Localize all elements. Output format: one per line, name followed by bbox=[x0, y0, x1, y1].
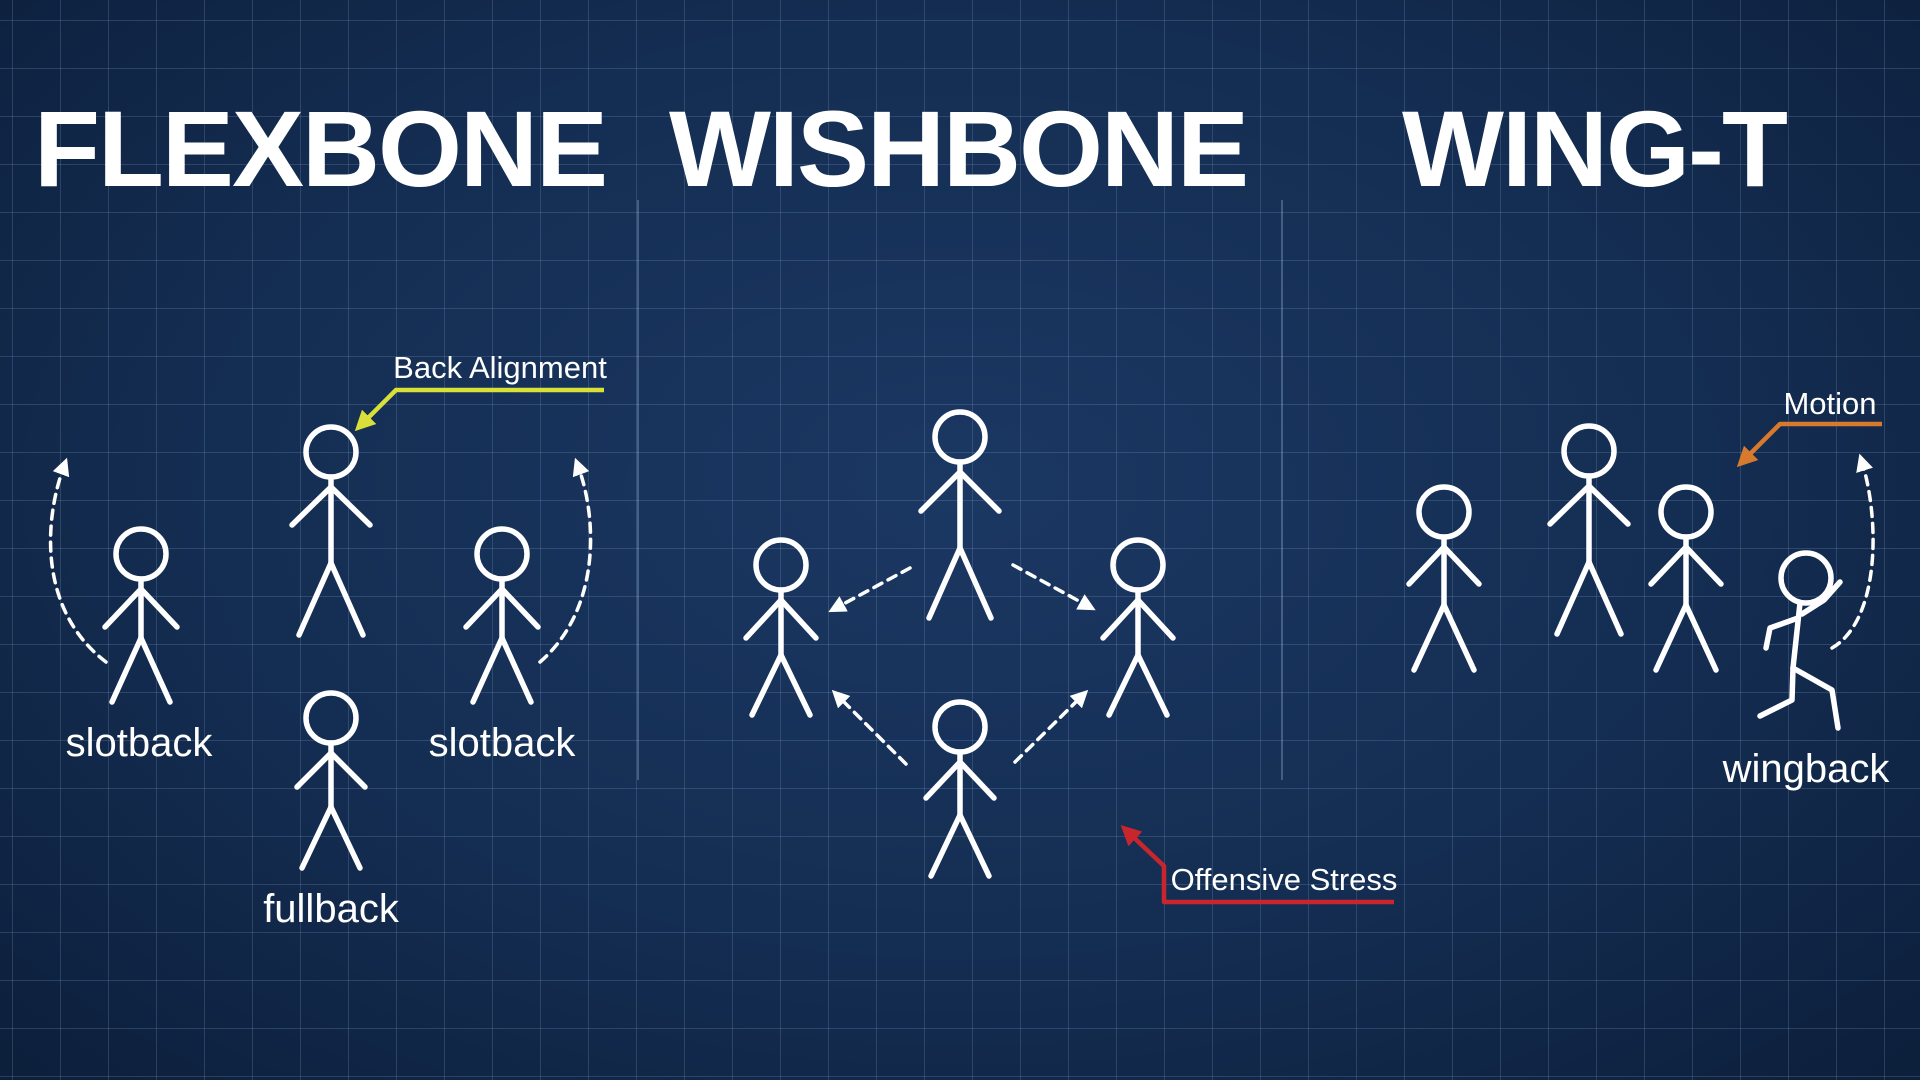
wishbone-formation: Offensive Stress bbox=[743, 409, 1398, 905]
wing-t-formation: wingback Motion bbox=[1406, 386, 1891, 791]
player-figure-quarterback bbox=[1547, 423, 1631, 637]
annotation-motion: Motion bbox=[1783, 386, 1876, 421]
label-wingback: wingback bbox=[1722, 747, 1891, 791]
title-wishbone: WISHBONE bbox=[669, 88, 1247, 209]
annotation-offensive-stress: Offensive Stress bbox=[1171, 862, 1398, 897]
title-flexbone: FLEXBONE bbox=[34, 88, 606, 209]
dashed-arrow-fb-to-left bbox=[831, 689, 908, 766]
label-fullback: fullback bbox=[263, 887, 400, 931]
player-figure-fullback bbox=[294, 690, 368, 871]
annotation-back-alignment: Back Alignment bbox=[393, 350, 607, 385]
player-figure-quarterback bbox=[289, 424, 373, 638]
player-figure-slotback-left bbox=[102, 526, 180, 705]
label-slotback-left: slotback bbox=[66, 721, 214, 765]
player-figure-back-left bbox=[1406, 484, 1482, 673]
player-figure-wingback bbox=[1757, 550, 1843, 731]
player-figure-slotback-right bbox=[463, 526, 541, 705]
title-wing-t: WING-T bbox=[1402, 88, 1787, 209]
motion-arc-right bbox=[538, 457, 593, 664]
arrow-up-left-icon bbox=[1120, 825, 1394, 905]
dashed-arrow-qb-to-right bbox=[1011, 563, 1096, 611]
label-slotback-right: slotback bbox=[429, 721, 577, 765]
player-figure-fullback bbox=[923, 699, 997, 879]
motion-arc-left bbox=[48, 457, 108, 664]
player-figure-halfback-right bbox=[1100, 537, 1176, 718]
player-figure-quarterback bbox=[918, 409, 1002, 621]
flexbone-formation: slotback slotback fullback Back Alignmen… bbox=[48, 350, 607, 931]
player-figure-halfback-left bbox=[743, 537, 819, 718]
player-figure-back-right bbox=[1648, 484, 1724, 673]
dashed-arrow-fb-to-right bbox=[1013, 689, 1089, 764]
arrow-down-left-icon bbox=[1736, 421, 1882, 468]
motion-arc-wingback bbox=[1830, 453, 1875, 650]
dashed-arrow-qb-to-left bbox=[828, 566, 912, 613]
arrow-down-left-icon bbox=[354, 387, 604, 432]
